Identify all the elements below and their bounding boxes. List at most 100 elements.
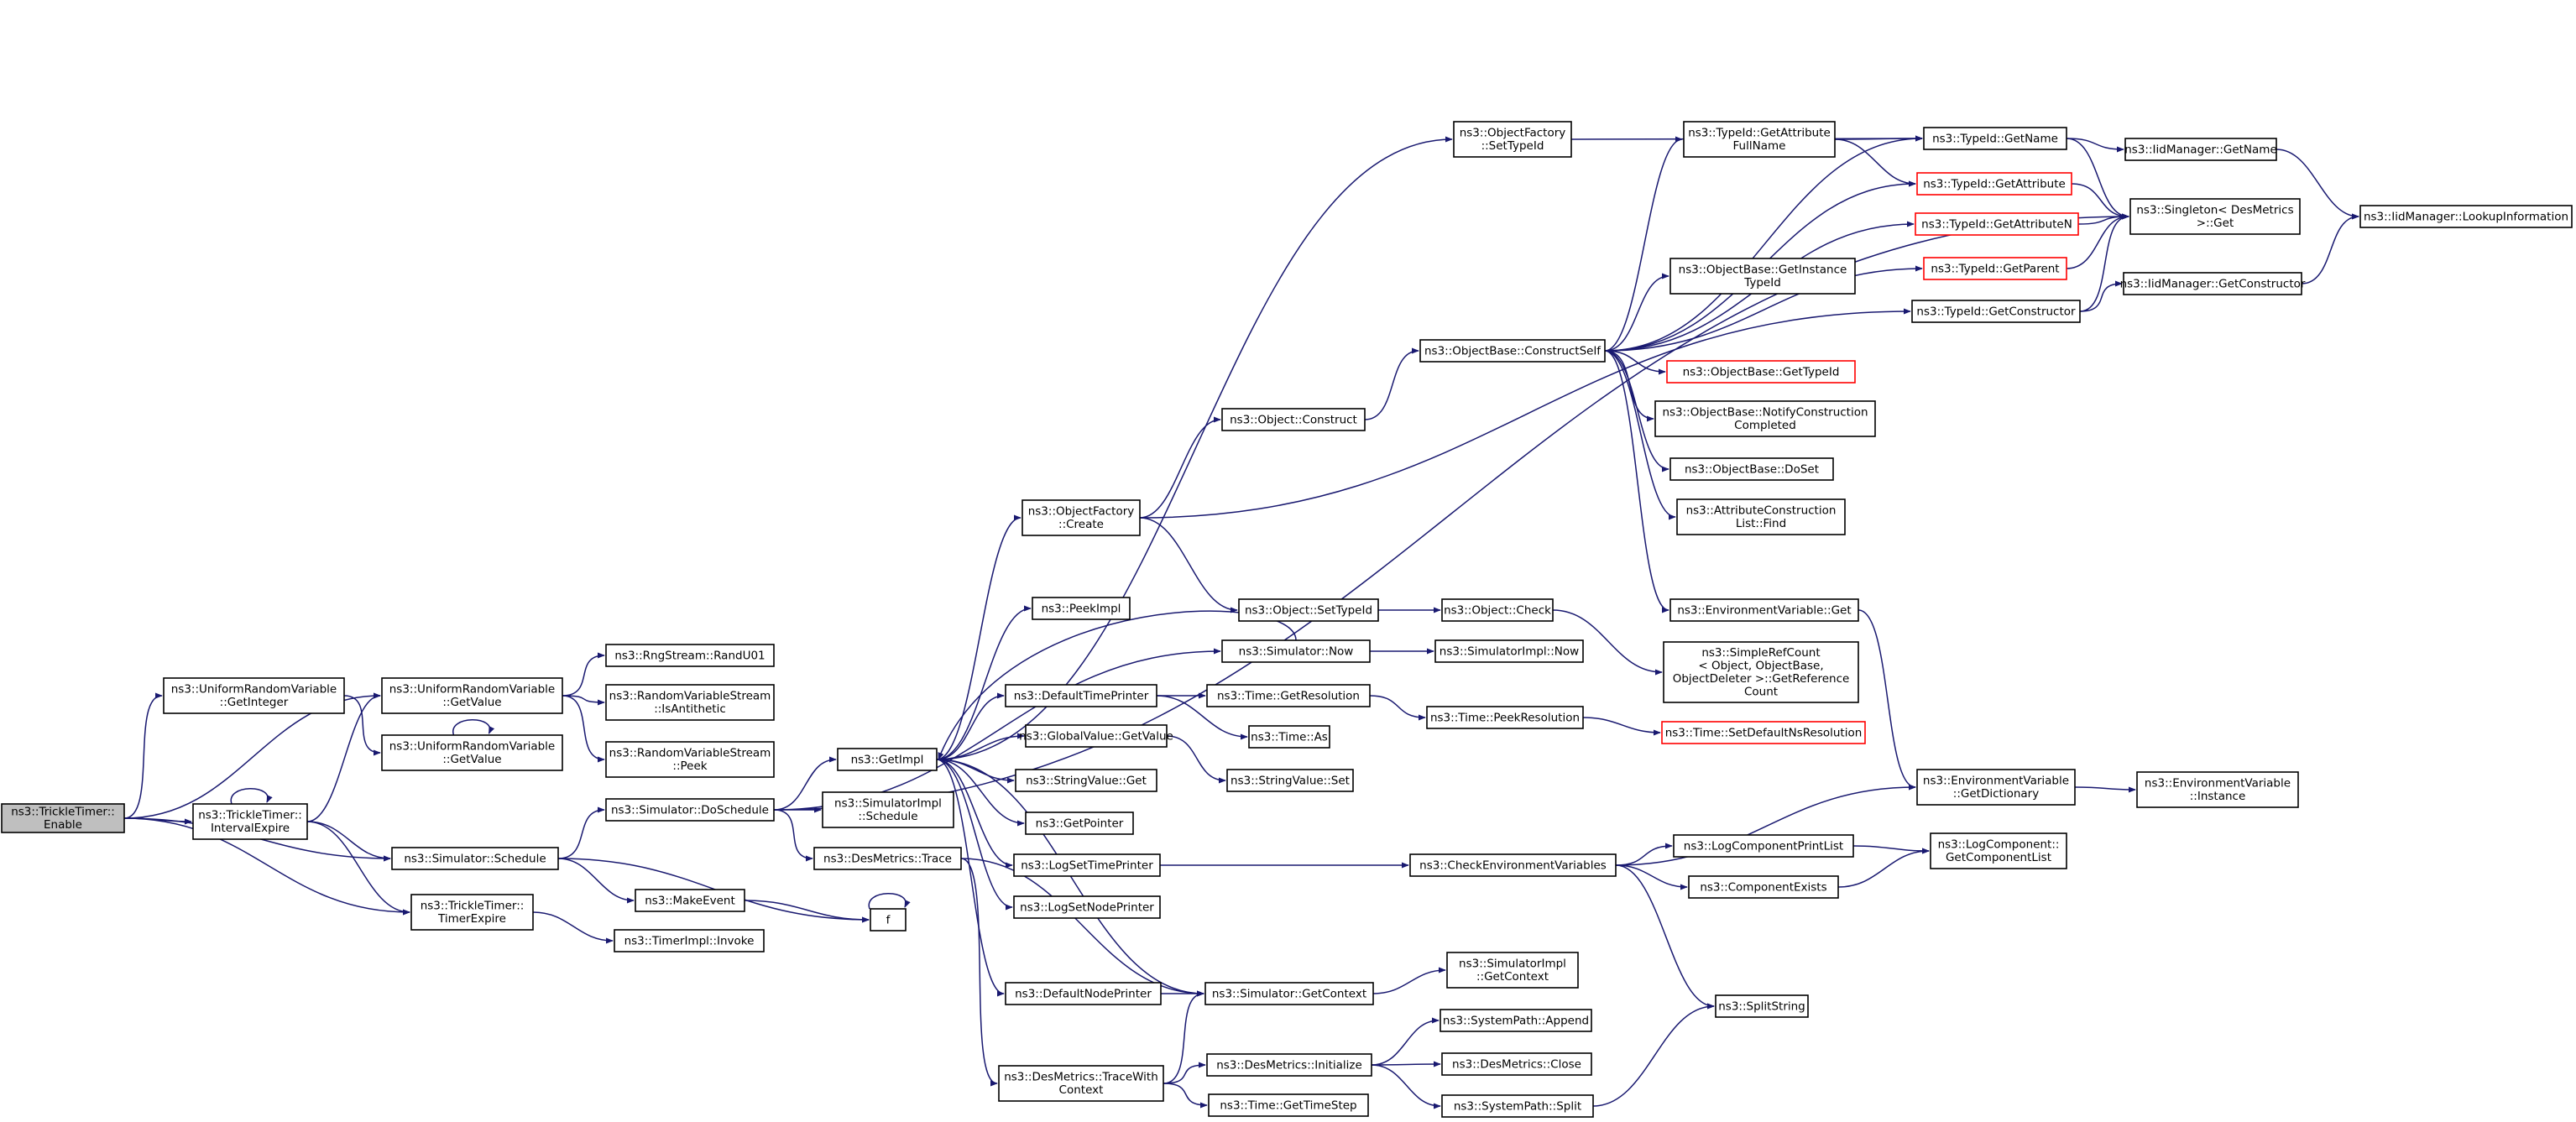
node-ns3-objectbase-constructself[interactable]: ns3::ObjectBase::ConstructSelf	[1419, 339, 1606, 363]
node-ns3-desmetrics-trace[interactable]: ns3::DesMetrics::Trace	[813, 847, 962, 870]
node-label-line: TypeId	[1743, 276, 1781, 290]
node-ns3-environmentvariable-getdictionary[interactable]: ns3::EnvironmentVariable::GetDictionary	[1916, 769, 2076, 806]
call-edge	[532, 911, 614, 944]
node-ns3-globalvalue-getvalue[interactable]: ns3::GlobalValue::GetValue	[1019, 724, 1173, 748]
node-ns3-environmentvariable-get[interactable]: ns3::EnvironmentVariable::Get	[1669, 598, 1859, 622]
node-ns3-rngstream-randu01[interactable]: ns3::RngStream::RandU01	[605, 644, 775, 667]
node-ns3-systempath-append[interactable]: ns3::SystemPath::Append	[1440, 1009, 1592, 1032]
node-ns3-simulator-now[interactable]: ns3::Simulator::Now	[1221, 639, 1371, 663]
node-ns3-desmetrics-initialize[interactable]: ns3::DesMetrics::Initialize	[1206, 1053, 1372, 1077]
node-ns3-defaultnodeprinter[interactable]: ns3::DefaultNodePrinter	[1005, 982, 1162, 1005]
node-label-line: ns3::SimulatorImpl	[1459, 958, 1566, 971]
node-ns3-peekimpl[interactable]: ns3::PeekImpl	[1032, 597, 1131, 620]
node-box	[813, 847, 962, 870]
node-ns3-splitstring[interactable]: ns3::SplitString	[1715, 994, 1809, 1018]
node-ns3-simulatorimpl-now[interactable]: ns3::SimulatorImpl::Now	[1434, 639, 1584, 663]
node-ns3-stringvalue-get[interactable]: ns3::StringValue::Get	[1015, 769, 1157, 792]
node-label-line: >::Get	[2197, 217, 2234, 230]
node-ns3-uniformrandomvariable-getvalue[interactable]: ns3::UniformRandomVariable::GetValue	[381, 734, 563, 771]
node-ns3-trickletimer-timerexpire[interactable]: ns3::TrickleTimer::TimerExpire	[410, 894, 534, 931]
node-ns3-time-getresolution[interactable]: ns3::Time::GetResolution	[1206, 684, 1371, 707]
node-ns3-defaulttimeprinter[interactable]: ns3::DefaultTimePrinter	[1005, 684, 1157, 707]
node-ns3-time-setdefaultnsresolution[interactable]: ns3::Time::SetDefaultNsResolution	[1661, 721, 1866, 744]
node-ns3-object-construct[interactable]: ns3::Object::Construct	[1221, 408, 1366, 431]
node-ns3-uniformrandomvariable-getvalue[interactable]: ns3::UniformRandomVariable::GetValue	[381, 677, 563, 714]
node-label-line: ns3::Time::GetTimeStep	[1220, 1099, 1356, 1112]
node-ns3-time-gettimestep[interactable]: ns3::Time::GetTimeStep	[1208, 1093, 1369, 1117]
node-ns3-trickletimer-enable[interactable]: ns3::TrickleTimer::Enable	[1, 803, 125, 833]
node-label-line: ns3::DefaultTimePrinter	[1014, 689, 1149, 702]
node-ns3-simulator-schedule[interactable]: ns3::Simulator::Schedule	[391, 847, 559, 870]
call-edge	[960, 858, 1204, 997]
node-ns3-getpointer[interactable]: ns3::GetPointer	[1025, 811, 1134, 835]
node-box	[837, 748, 938, 771]
call-edge	[1139, 416, 1221, 519]
call-edge	[1552, 609, 1663, 676]
call-edge	[1604, 350, 1669, 472]
node-ns3-iidmanager-getname[interactable]: ns3::IidManager::GetName	[2124, 138, 2277, 161]
call-edge	[936, 759, 1013, 911]
node-box	[1013, 895, 1161, 919]
node-ns3-logsetnodeprinter[interactable]: ns3::LogSetNodePrinter	[1013, 895, 1161, 919]
node-label-line: ns3::Time::SetDefaultNsResolution	[1665, 726, 1863, 739]
node-ns3-logcomponent-getcomponentlist[interactable]: ns3::LogComponent::GetComponentList	[1930, 832, 2067, 869]
node-label-line: ns3::TrickleTimer::	[11, 806, 115, 819]
node-ns3-typeid-getconstructor[interactable]: ns3::TypeId::GetConstructor	[1911, 300, 2081, 323]
node-ns3-simplerefcount-object-objectbase-objectdeleter-getreference-count[interactable]: ns3::SimpleRefCount< Object, ObjectBase,…	[1663, 641, 1859, 703]
node-box	[1676, 498, 1846, 535]
node-ns3-objectfactory-create[interactable]: ns3::ObjectFactory::Create	[1022, 499, 1141, 536]
node-ns3-typeid-getattribute[interactable]: ns3::TypeId::GetAttribute	[1916, 172, 2072, 196]
node-label-line: ::GetContext	[1476, 970, 1549, 984]
node-ns3-typeid-getattributen[interactable]: ns3::TypeId::GetAttributeN	[1915, 212, 2079, 236]
node-box	[1441, 598, 1554, 622]
node-ns3-time-peekresolution[interactable]: ns3::Time::PeekResolution	[1426, 706, 1584, 729]
node-ns3-objectfactory-settypeid[interactable]: ns3::ObjectFactory::SetTypeId	[1453, 121, 1572, 158]
node-ns3-getimpl[interactable]: ns3::GetImpl	[837, 748, 938, 771]
node-ns3-systempath-split[interactable]: ns3::SystemPath::Split	[1441, 1094, 1594, 1118]
call-edge	[557, 858, 635, 904]
node-ns3-uniformrandomvariable-getinteger[interactable]: ns3::UniformRandomVariable::GetInteger	[163, 677, 345, 714]
node-ns3-stringvalue-set[interactable]: ns3::StringValue::Set	[1226, 769, 1354, 792]
call-edge	[1615, 864, 1688, 890]
node-ns3-object-check[interactable]: ns3::Object::Check	[1441, 598, 1554, 622]
node-f[interactable]: f	[870, 908, 907, 932]
node-box	[1654, 400, 1876, 437]
node-ns3-iidmanager-lookupinformation[interactable]: ns3::IidManager::LookupInformation	[2359, 205, 2573, 228]
node-ns3-typeid-getname[interactable]: ns3::TypeId::GetName	[1923, 127, 2067, 150]
node-ns3-time-as[interactable]: ns3::Time::As	[1248, 725, 1330, 749]
node-ns3-trickletimer-intervalexpire[interactable]: ns3::TrickleTimer::IntervalExpire	[192, 803, 308, 840]
node-label-line: ns3::TypeId::GetParent	[1931, 262, 2059, 275]
node-box	[1206, 1053, 1372, 1077]
node-ns3-logsettimeprinter[interactable]: ns3::LogSetTimePrinter	[1013, 853, 1161, 877]
node-ns3-randomvariablestream-peek[interactable]: ns3::RandomVariableStream::Peek	[605, 741, 775, 778]
node-box	[1666, 360, 1856, 384]
node-ns3-typeid-getparent[interactable]: ns3::TypeId::GetParent	[1923, 257, 2067, 280]
node-ns3-timerimpl-invoke[interactable]: ns3::TimerImpl::Invoke	[614, 929, 765, 952]
node-ns3-componentexists[interactable]: ns3::ComponentExists	[1688, 875, 1839, 899]
node-ns3-makeevent[interactable]: ns3::MakeEvent	[635, 889, 745, 912]
node-ns3-object-settypeid[interactable]: ns3::Object::SetTypeId	[1238, 598, 1379, 622]
node-ns3-environmentvariable-instance[interactable]: ns3::EnvironmentVariable::Instance	[2136, 771, 2299, 808]
node-ns3-objectbase-doset[interactable]: ns3::ObjectBase::DoSet	[1669, 457, 1834, 481]
node-ns3-randomvariablestream-isantithetic[interactable]: ns3::RandomVariableStream::IsAntithetic	[605, 684, 775, 721]
node-ns3-checkenvironmentvariables[interactable]: ns3::CheckEnvironmentVariables	[1409, 853, 1617, 877]
node-ns3-simulatorimpl-getcontext[interactable]: ns3::SimulatorImpl::GetContext	[1446, 952, 1579, 989]
node-label-line: ns3::TypeId::GetAttribute	[1923, 177, 2066, 190]
call-edge	[1604, 350, 1654, 422]
call-edge	[1858, 609, 1916, 791]
node-ns3-logcomponentprintlist[interactable]: ns3::LogComponentPrintList	[1673, 834, 1854, 858]
node-ns3-simulator-doschedule[interactable]: ns3::Simulator::DoSchedule	[605, 798, 775, 822]
node-ns3-objectbase-notifyconstruction-completed[interactable]: ns3::ObjectBase::NotifyConstructionCompl…	[1654, 400, 1876, 437]
node-ns3-simulatorimpl-schedule[interactable]: ns3::SimulatorImpl::Schedule	[822, 791, 954, 828]
node-ns3-singleton-desmetrics-get[interactable]: ns3::Singleton< DesMetrics>::Get	[2129, 198, 2301, 235]
node-ns3-desmetrics-close[interactable]: ns3::DesMetrics::Close	[1441, 1052, 1592, 1076]
node-box	[1238, 598, 1379, 622]
node-ns3-objectbase-gettypeid[interactable]: ns3::ObjectBase::GetTypeId	[1666, 360, 1856, 384]
node-ns3-iidmanager-getconstructor[interactable]: ns3::IidManager::GetConstructor	[2120, 272, 2306, 295]
node-ns3-simulator-getcontext[interactable]: ns3::Simulator::GetContext	[1204, 982, 1374, 1005]
call-edge	[1163, 1083, 1208, 1109]
